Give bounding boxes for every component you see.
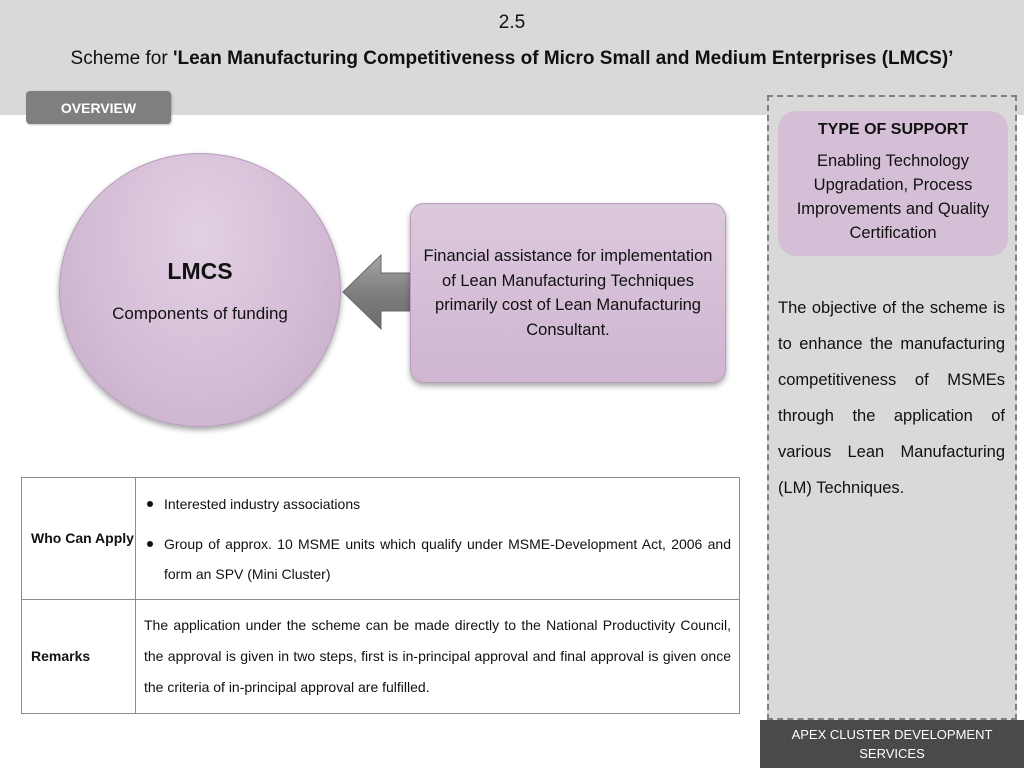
slide-number: 2.5 [498,12,526,33]
overview-tab[interactable]: OVERVIEW [26,91,171,124]
circle-subtitle: Components of funding [112,304,288,323]
table-row-content: The application under the scheme can be … [135,599,740,714]
table-row-label: Who Can Apply [21,477,136,600]
info-table: Who Can Apply Interested industry associ… [21,477,740,714]
lmcs-circle: LMCS Components of funding [59,153,341,427]
slide-title-prefix: Scheme for [70,48,173,69]
financial-assistance-text: Financial assistance for implementation … [423,247,713,339]
table-row-content: Interested industry associations Group o… [135,477,740,600]
list-item: Group of approx. 10 MSME units which qua… [144,529,731,589]
slide-title-bold: 'Lean Manufacturing Competitiveness of M… [172,48,954,69]
support-text: Enabling Technology Upgradation, Process… [796,152,990,242]
objective-text: The objective of the scheme is to enhanc… [778,299,1005,497]
circle-title: LMCS [167,258,233,284]
type-of-support-box: TYPE OF SUPPORT Enabling Technology Upgr… [778,111,1008,256]
remarks-text: The application under the scheme can be … [144,617,731,695]
left-arrow-icon [342,253,413,331]
table-row: Remarks The application under the scheme… [21,599,740,714]
support-title: TYPE OF SUPPORT [817,121,969,138]
financial-assistance-box: Financial assistance for implementation … [410,203,726,383]
eligibility-list: Interested industry associations Group o… [144,489,731,589]
table-row: Who Can Apply Interested industry associ… [21,477,740,600]
footer-box: APEX CLUSTER DEVELOPMENT SERVICES [760,720,1024,768]
slide-title: Scheme for 'Lean Manufacturing Competiti… [0,48,1024,70]
table-row-label: Remarks [21,599,136,714]
list-item: Interested industry associations [144,489,731,519]
